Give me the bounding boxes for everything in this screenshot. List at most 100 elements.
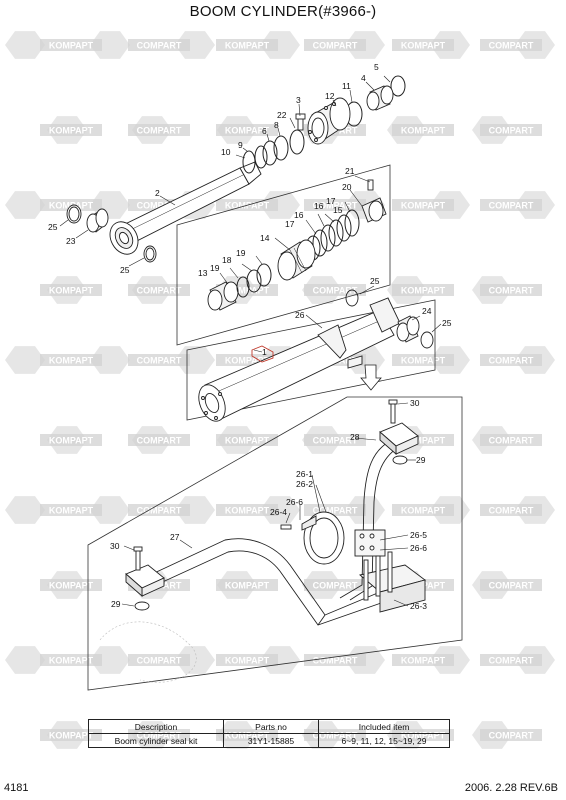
- pipe-flange-lower: [125, 546, 165, 611]
- watermark-text: COMPART: [137, 656, 182, 666]
- watermark-hexagon: [260, 191, 300, 219]
- watermark-banner: [304, 579, 366, 591]
- exploded-view-frames: [87, 164, 463, 691]
- callout-28: 28: [350, 432, 360, 442]
- watermark-hexagon: [90, 646, 130, 674]
- callout-26-5: 26-5: [410, 530, 427, 540]
- watermark-text: KOMPAPT: [49, 436, 94, 446]
- watermark-text: KOMPAPT: [401, 41, 446, 51]
- watermark-hexagon: [175, 646, 215, 674]
- piston-set-screw: [361, 179, 387, 223]
- callout-26-6b: 26-6: [410, 543, 427, 553]
- watermark-banner: [128, 354, 190, 366]
- watermark-banner: [216, 654, 278, 666]
- watermark-banner: [392, 654, 454, 666]
- watermark-banner: [392, 199, 454, 211]
- watermark-text: COMPART: [313, 41, 358, 51]
- hose-outline: [99, 621, 197, 683]
- watermark-text: COMPART: [137, 506, 182, 516]
- watermark-text: KOMPAPT: [49, 356, 94, 366]
- callout-14: 14: [260, 233, 270, 243]
- watermark-hexagon: [260, 646, 300, 674]
- watermark-banner: [128, 434, 190, 446]
- watermark-hexagon: [175, 346, 215, 374]
- watermark-text: KOMPAPT: [49, 581, 94, 591]
- watermark-banner: [128, 284, 190, 296]
- watermark-text: KOMPAPT: [225, 506, 270, 516]
- watermark-banner: [40, 199, 102, 211]
- watermark-text: KOMPAPT: [401, 126, 446, 136]
- watermark-banner: [480, 39, 542, 51]
- watermark-text: KOMPAPT: [401, 436, 446, 446]
- watermark-text: COMPART: [137, 436, 182, 446]
- watermark-text: COMPART: [313, 581, 358, 591]
- watermark-text: COMPART: [313, 286, 358, 296]
- watermark-banner: [128, 124, 190, 136]
- watermark-banner: [304, 284, 366, 296]
- callout-12: 12: [325, 91, 335, 101]
- pipe-support-bracket: [359, 551, 427, 613]
- callout-26-6a: 26-6: [286, 497, 303, 507]
- watermark-text: KOMPAPT: [225, 581, 270, 591]
- piston-nut: [207, 281, 239, 311]
- rod-cover: [307, 85, 394, 145]
- watermark-text: KOMPAPT: [225, 286, 270, 296]
- tube-end-bushing: [345, 289, 434, 349]
- watermark-hexagon: [90, 496, 130, 524]
- page-title: BOOM CYLINDER(#3966-): [189, 3, 377, 20]
- watermark-text: COMPART: [489, 41, 534, 51]
- cylinder-tube: [198, 297, 401, 422]
- callout-19a: 19: [236, 248, 246, 258]
- callout-10: 10: [221, 147, 231, 157]
- watermark-text: COMPART: [489, 731, 534, 741]
- watermark-text: KOMPAPT: [401, 286, 446, 296]
- watermark-text: KOMPAPT: [49, 126, 94, 136]
- watermark-banner: [480, 579, 542, 591]
- callout-17b: 17: [285, 219, 295, 229]
- watermark-banner: [40, 124, 102, 136]
- leader-lines: [59, 75, 442, 607]
- piston: [277, 239, 316, 281]
- pipe-flange-upper: [379, 399, 419, 465]
- callout-24: 24: [422, 306, 432, 316]
- callout-25b: 25: [120, 265, 130, 275]
- watermark-text: COMPART: [313, 201, 358, 211]
- watermark-banner: [40, 579, 102, 591]
- watermark-banner: [480, 284, 542, 296]
- table-header-cell: Parts no: [223, 719, 319, 734]
- watermark-banner: [392, 39, 454, 51]
- watermark-banner: [216, 504, 278, 516]
- watermark-text: COMPART: [489, 581, 534, 591]
- watermark-banner: [480, 434, 542, 446]
- watermark-text: COMPART: [137, 41, 182, 51]
- callout-13: 13: [198, 268, 208, 278]
- watermark-banner: [216, 579, 278, 591]
- watermark-text: COMPART: [137, 126, 182, 136]
- callout-30b: 30: [110, 541, 120, 551]
- watermark-banner: [480, 729, 542, 741]
- watermark-banner: [392, 284, 454, 296]
- watermark-text: KOMPAPT: [225, 356, 270, 366]
- watermark-text: COMPART: [137, 201, 182, 211]
- watermark-text: COMPART: [489, 656, 534, 666]
- watermark-text: COMPART: [313, 506, 358, 516]
- table-cell-description: Boom cylinder seal kit: [88, 733, 224, 748]
- table-header-cell: Included item: [318, 719, 450, 734]
- callout-21: 21: [345, 166, 355, 176]
- table-header-row: Description Parts no Included item: [88, 719, 450, 734]
- watermark-banner: [40, 284, 102, 296]
- watermark-banner: [480, 199, 542, 211]
- watermark-hexagon: [260, 31, 300, 59]
- callout-15: 15: [333, 205, 343, 215]
- callout-18: 18: [222, 255, 232, 265]
- watermark-hexagon: [175, 496, 215, 524]
- callout-20: 20: [342, 182, 352, 192]
- watermark-text: COMPART: [489, 506, 534, 516]
- watermark-banner: [480, 124, 542, 136]
- watermark-text: KOMPAPT: [49, 506, 94, 516]
- watermark-banner: [392, 504, 454, 516]
- watermark-text: KOMPAPT: [401, 656, 446, 666]
- watermark-banner: [392, 124, 454, 136]
